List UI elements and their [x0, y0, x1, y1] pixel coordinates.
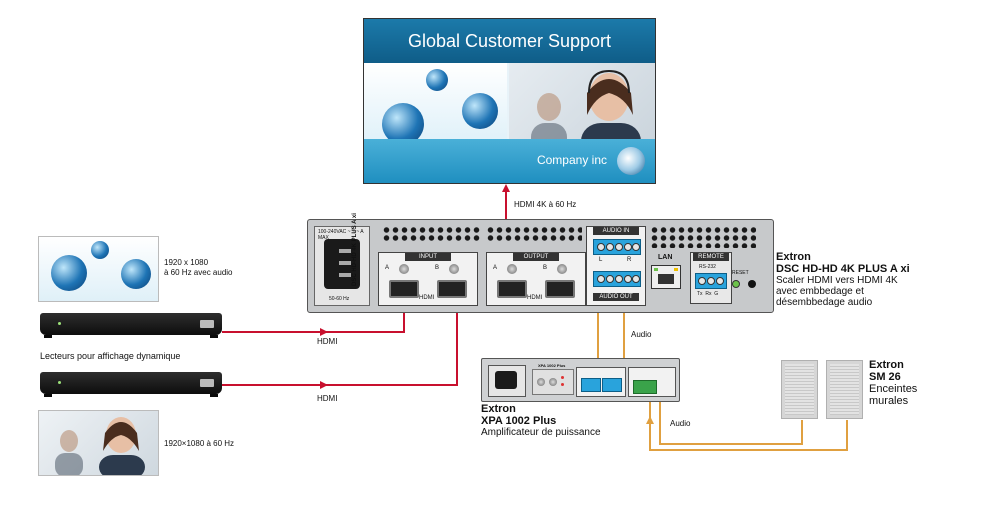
hdmi-input-label-1: HDMI: [317, 337, 338, 346]
scaler-description-3: désembbedage audio: [776, 297, 873, 308]
status-led-icon: [732, 280, 740, 288]
scaler-side-label: DSC HD-HD 4K PLUS A xi: [352, 213, 358, 286]
screw-icon: [507, 264, 517, 274]
display-footer: Company inc: [364, 139, 655, 183]
status-led-icon: [561, 383, 564, 386]
wall-speaker-right: [826, 360, 863, 419]
hdmi-input-a-port[interactable]: [389, 280, 419, 298]
vent-grille: [382, 226, 482, 242]
screw-icon: [399, 264, 409, 274]
hdmi-input-b-port[interactable]: [437, 280, 467, 298]
amp-panel-model: XPA 1002 Plus: [538, 363, 566, 368]
reset-label: RESET: [732, 270, 749, 276]
audio-panel: AUDIO IN L R AUDIO OUT: [586, 226, 646, 306]
rs232-pin-labels: Tx Rx G: [697, 291, 719, 297]
display-title: Global Customer Support: [364, 19, 655, 63]
output-tab-label: OUTPUT: [513, 253, 559, 261]
ethernet-port-icon[interactable]: [651, 265, 681, 289]
company-logo-icon: [617, 147, 645, 175]
amplifier-description: Amplificateur de puissance: [481, 427, 601, 438]
screw-icon: [449, 264, 459, 274]
power-rating: 100-240VAC ~ ~ ~ A MAX: [318, 229, 364, 241]
amp-speaker-terminal[interactable]: [633, 380, 657, 394]
speaker-label-group: Extron SM 26 Enceintes murales: [869, 359, 989, 407]
hdmi-output-a-port[interactable]: [497, 280, 527, 298]
audio-amp-label: Audio: [631, 330, 652, 339]
status-led-icon: [561, 376, 564, 379]
input-b-label: B: [435, 265, 440, 271]
hdmi-output-b-port[interactable]: [545, 280, 575, 298]
speaker-model: SM 26: [869, 371, 901, 383]
audio-speaker-label: Audio: [670, 419, 691, 428]
hdmi-connector-icon: [200, 379, 214, 387]
rs232-terminal[interactable]: [695, 273, 727, 289]
amp-control-panel: [532, 369, 574, 395]
speaker-description-1: Enceintes: [869, 383, 918, 395]
source-thumbnail-1: [38, 236, 159, 302]
scaler-description-1: Scaler HDMI vers HDMI 4K: [776, 275, 898, 286]
source-thumbnail-2: [38, 410, 159, 476]
audio-out-tab-label: AUDIO OUT: [593, 293, 639, 301]
speaker-description-2: murales: [869, 395, 909, 407]
screw-icon: [557, 264, 567, 274]
source-1-resolution: 1920 x 1080: [164, 258, 209, 267]
company-logo-text: Company inc: [536, 153, 607, 167]
power-frequency: 50-60 Hz: [329, 296, 350, 302]
vent-grille: [486, 226, 582, 242]
output-hdmi-label: HDMI: [527, 295, 543, 301]
audio-right-label: R: [627, 257, 632, 263]
scaler-model: DSC HD-HD 4K PLUS A xi: [776, 263, 910, 275]
output-b-label: B: [543, 265, 548, 271]
hdmi-connector-icon: [200, 320, 214, 328]
amplifier-label-group: Extron XPA 1002 Plus Amplificateur de pu…: [481, 403, 641, 438]
amp-input-panel: [576, 367, 626, 397]
lan-label: LAN: [658, 254, 673, 261]
audio-out-terminal[interactable]: [593, 271, 641, 287]
amplifier-model: XPA 1002 Plus: [481, 415, 557, 427]
input-a-label: A: [385, 265, 390, 271]
amp-input-terminal[interactable]: [602, 378, 622, 392]
source-2-resolution: 1920×1080 à 60 Hz: [164, 439, 235, 448]
power-socket-icon: [324, 239, 360, 289]
hdmi-output-label: HDMI 4K à 60 Hz: [514, 200, 577, 209]
output-a-label: A: [493, 265, 498, 271]
output-panel: OUTPUT A B HDMI: [486, 252, 586, 306]
volume-knob-icon[interactable]: [537, 378, 545, 386]
speaker-brand: Extron: [869, 359, 904, 371]
scaler-description-2: avec embbedage et: [776, 286, 864, 297]
wall-speaker-left: [781, 360, 818, 419]
source-1-detail: à 60 Hz avec audio: [164, 268, 233, 277]
volume-knob-icon[interactable]: [549, 378, 557, 386]
audio-in-terminal[interactable]: [593, 239, 641, 255]
input-panel: INPUT A B HDMI: [378, 252, 478, 306]
amp-output-panel: [628, 367, 676, 397]
amp-power-panel: [488, 365, 526, 397]
input-hdmi-label: HDMI: [419, 295, 435, 301]
hdmi-input-line-2: [222, 290, 461, 386]
lan-panel: LAN: [648, 252, 684, 292]
scaler-label-group: Extron DSC HD-HD 4K PLUS A xi Scaler HDM…: [776, 251, 996, 308]
remote-tab-label: REMOTE: [693, 253, 729, 261]
media-player-2: [40, 372, 222, 394]
scaler-device: 100-240VAC ~ ~ ~ A MAX 50-60 Hz DSC HD-H…: [307, 213, 774, 313]
speaker-line-2: [659, 390, 803, 445]
rs232-label: RS-232: [699, 264, 716, 270]
amplifier-brand: Extron: [481, 403, 516, 415]
scaler-brand: Extron: [776, 251, 811, 263]
media-player-1: [40, 313, 222, 335]
amp-input-terminal[interactable]: [581, 378, 601, 392]
power-socket-icon: [495, 371, 517, 389]
reset-button[interactable]: [748, 280, 756, 288]
audio-in-tab-label: AUDIO IN: [593, 227, 639, 235]
vent-grille: [650, 226, 756, 248]
remote-panel: REMOTE RS-232 Tx Rx G: [690, 252, 732, 304]
power-inlet-panel: 100-240VAC ~ ~ ~ A MAX 50-60 Hz: [314, 226, 370, 306]
display-screen: Company inc Global Customer Support: [363, 18, 656, 184]
audio-left-label: L: [599, 257, 603, 263]
input-tab-label: INPUT: [405, 253, 451, 261]
hdmi-input-label-2: HDMI: [317, 394, 338, 403]
sources-caption: Lecteurs pour affichage dynamique: [40, 351, 181, 361]
amplifier-device: XPA 1002 Plus: [481, 358, 680, 402]
